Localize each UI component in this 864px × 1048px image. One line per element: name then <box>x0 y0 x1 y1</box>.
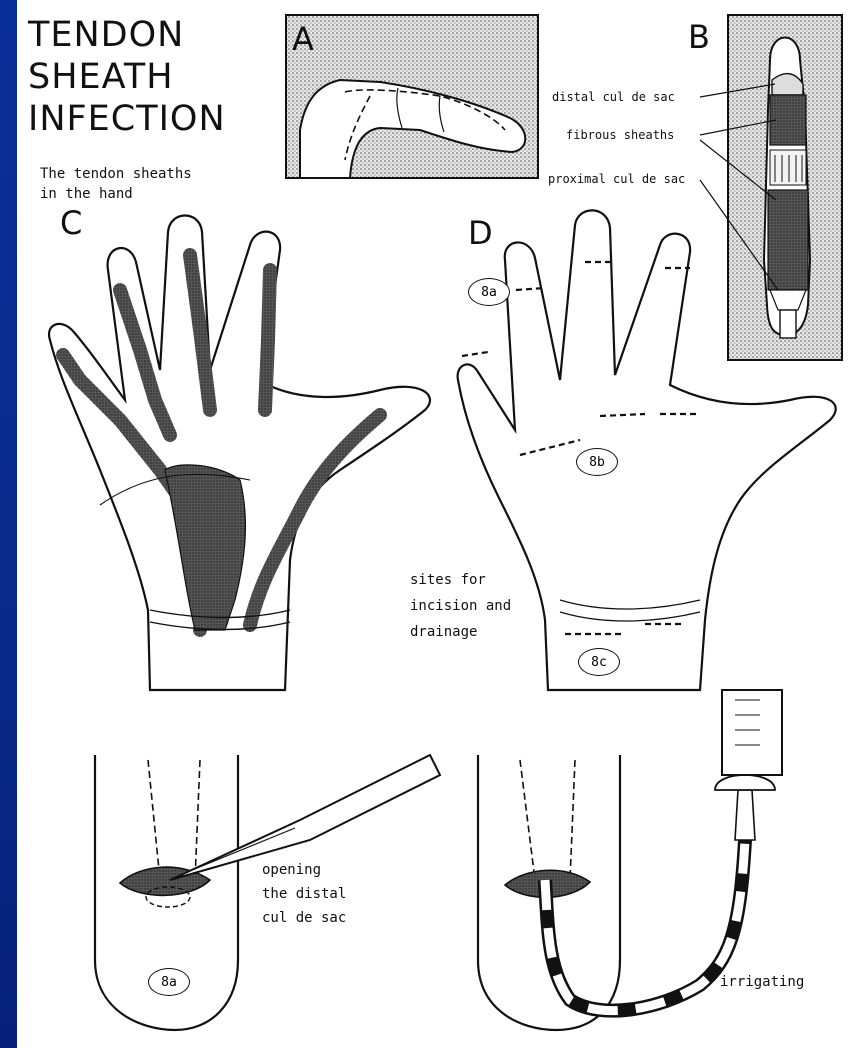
opening-caption-line2: the distal <box>262 884 346 904</box>
panel-b-label: B <box>688 18 710 56</box>
sites-line3: drainage <box>410 622 477 642</box>
site-8b-badge: 8b <box>576 448 618 476</box>
label-distal-cul-de-sac: distal cul de sac <box>552 90 675 104</box>
sites-line1: sites for <box>410 570 486 590</box>
sites-line2: incision and <box>410 596 511 616</box>
panel-c-hand <box>49 216 430 691</box>
label-proximal-cul-de-sac: proximal cul de sac <box>548 172 685 186</box>
title-line1: TENDON <box>28 14 184 56</box>
panel-a-label: A <box>292 20 314 58</box>
irrigating-caption: irrigating <box>720 972 804 992</box>
title-line3: INFECTION <box>28 98 226 140</box>
panel-c-label: C <box>60 204 82 242</box>
site-8c-badge: 8c <box>578 648 620 676</box>
panel-d-label: D <box>468 214 493 252</box>
opening-caption-line3: cul de sac <box>262 908 346 928</box>
panel-b-figure <box>700 15 842 360</box>
subtitle-line2: in the hand <box>40 184 133 204</box>
panel-a-figure <box>286 15 538 178</box>
label-fibrous-sheaths: fibrous sheaths <box>566 128 674 142</box>
opening-caption-line1: opening <box>262 860 321 880</box>
subtitle-line1: The tendon sheaths <box>40 164 192 184</box>
site-8a-badge: 8a <box>468 278 510 306</box>
title-line2: SHEATH <box>28 56 174 98</box>
bottom-site-8a-badge: 8a <box>148 968 190 996</box>
